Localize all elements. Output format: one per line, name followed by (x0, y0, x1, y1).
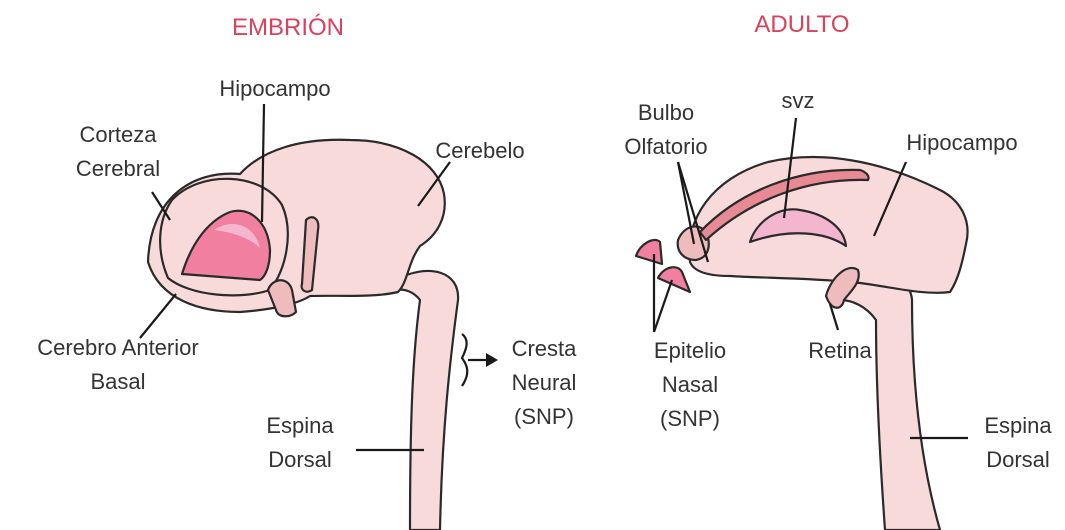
adult-panel: ADULTO Bulbo Olfatorio svz Hipocampo Epi… (624, 11, 1052, 530)
label-embryo-basal-1: Cerebro Anterior (37, 335, 198, 360)
label-embryo-cresta-2: Neural (512, 370, 577, 395)
embryo-neural-crest-arrowhead (486, 353, 498, 367)
label-embryo-corteza-2: Cerebral (76, 156, 160, 181)
label-adult-hipocampo: Hipocampo (906, 130, 1017, 155)
embryo-title: EMBRIÓN (232, 14, 344, 41)
leader-adult-epitelio-b (654, 280, 672, 332)
embryo-panel: EMBRIÓN Hipocampo Corteza Cerebral Cereb… (37, 14, 577, 530)
label-adult-epitelio-2: Nasal (662, 372, 718, 397)
label-adult-epitelio-3: (SNP) (660, 406, 720, 431)
leader-embryo-basal (140, 294, 176, 338)
label-adult-svz: svz (782, 88, 815, 113)
label-embryo-basal-2: Basal (90, 369, 145, 394)
label-adult-bulbo-2: Olfatorio (624, 134, 707, 159)
label-embryo-cresta-1: Cresta (512, 336, 578, 361)
label-embryo-corteza-1: Corteza (79, 122, 157, 147)
label-adult-espina-1: Espina (984, 413, 1052, 438)
label-embryo-espina-1: Espina (266, 413, 334, 438)
label-embryo-espina-2: Dorsal (268, 447, 332, 472)
embryo-neural-crest-bracket (462, 334, 467, 386)
adult-title: ADULTO (754, 11, 849, 38)
adult-spinal-cord (840, 276, 940, 530)
label-adult-bulbo-1: Bulbo (638, 100, 694, 125)
adult-nasal-epithelium-upper (636, 240, 662, 264)
embryo-spinal-cord (395, 271, 458, 530)
label-embryo-hipocampo: Hipocampo (219, 76, 330, 101)
adult-nasal-epithelium-lower (658, 267, 690, 292)
label-adult-epitelio-1: Epitelio (654, 338, 726, 363)
label-adult-espina-2: Dorsal (986, 447, 1050, 472)
label-embryo-cerebelo: Cerebelo (435, 138, 524, 163)
label-adult-retina: Retina (808, 338, 872, 363)
label-embryo-cresta-3: (SNP) (514, 404, 574, 429)
